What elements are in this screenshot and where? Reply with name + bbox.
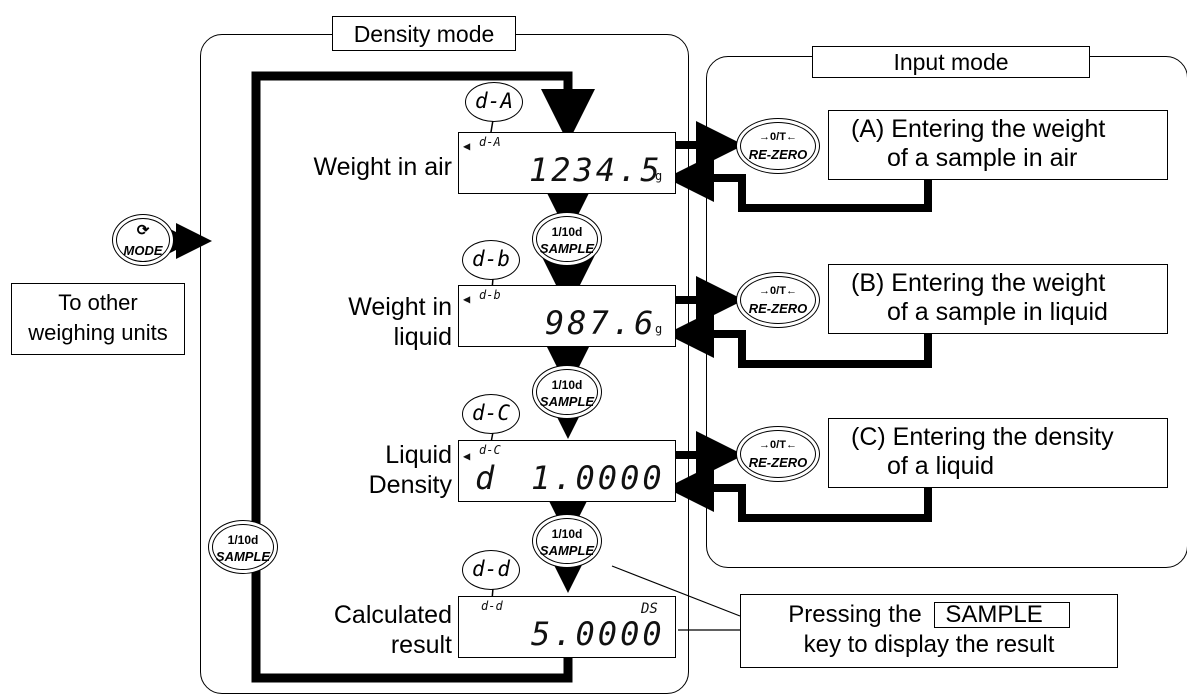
lcd-weight-in-air: ◀ d-A 1234.5 g	[458, 132, 676, 194]
mode-key[interactable]: ⟳ MODE	[112, 214, 174, 266]
lcd-calculated-result: d-d 5.0000 DS	[458, 596, 676, 658]
input-c-line1: (C) Entering the density	[851, 423, 1114, 451]
label-calculated-2: result	[390, 631, 452, 659]
sample-key-top: 1/10d	[551, 527, 583, 541]
lcd-weight-in-liquid: ◀ d-b 987.6 g	[458, 285, 676, 347]
return-loop	[251, 71, 573, 683]
bubble-d-c: d-C	[462, 394, 520, 434]
lcd-unit: DS	[641, 601, 658, 617]
sample-key-1[interactable]: 1/10d SAMPLE	[532, 212, 602, 266]
indicator-arrow-icon: ◀	[463, 292, 471, 306]
other-units-line2: weighing units	[28, 320, 168, 345]
input-box-b: (B) Entering the weight of a sample in l…	[828, 264, 1168, 334]
rezero-key-bottom: RE-ZERO	[748, 455, 808, 470]
density-mode-title: Density mode	[332, 16, 516, 51]
sample-key-top: 1/10d	[551, 225, 583, 239]
lcd-liquid-density: ◀ d-C d 1.0000	[458, 440, 676, 502]
rezero-key-bottom: RE-ZERO	[748, 301, 808, 316]
mode-key-label: MODE	[123, 243, 163, 258]
callout-line1: Pressing the	[788, 601, 922, 628]
callout-line-1	[611, 565, 741, 617]
sample-key-bottom: SAMPLE	[539, 543, 595, 558]
other-units-line1: To other	[58, 290, 138, 315]
lcd-indicator: d-b	[479, 288, 501, 302]
rezero-key-top: →0/T←	[759, 131, 797, 143]
label-weight-in-air: Weight in air	[313, 153, 453, 181]
rezero-key-top: →0/T←	[759, 439, 797, 451]
sample-key-bottom: SAMPLE	[539, 241, 595, 256]
indicator-arrow-icon: ◀	[463, 449, 471, 463]
sample-key-bottom: SAMPLE	[539, 394, 595, 409]
label-calculated-1: Calculated	[333, 601, 452, 629]
input-a-line2: of a sample in air	[887, 144, 1078, 172]
callout-box: Pressing the SAMPLE key to display the r…	[740, 594, 1118, 668]
lcd-unit: g	[655, 322, 663, 336]
input-a-line1: (A) Entering the weight	[851, 115, 1106, 143]
return-b	[692, 330, 932, 368]
rezero-key-top: →0/T←	[759, 285, 797, 297]
input-c-line2: of a liquid	[887, 452, 995, 480]
rezero-key-b[interactable]: →0/T← RE-ZERO	[736, 272, 820, 328]
lcd-prefix: d	[475, 459, 498, 497]
label-liquid-density-1: Liquid	[385, 441, 452, 469]
bubble-d-b: d-b	[462, 240, 520, 280]
lcd-unit: g	[655, 169, 663, 183]
input-b-line1: (B) Entering the weight	[851, 269, 1106, 297]
return-a	[692, 174, 932, 212]
input-box-c: (C) Entering the density of a liquid	[828, 418, 1168, 488]
sample-key-3[interactable]: 1/10d SAMPLE	[532, 514, 602, 568]
callout-key: SAMPLE	[934, 602, 1070, 628]
bubble-d-d: d-d	[462, 550, 520, 590]
input-mode-title: Input mode	[812, 46, 1090, 78]
lcd-value: 5.0000	[531, 615, 665, 653]
cycle-icon: ⟳	[136, 222, 150, 239]
lcd-value: 1234.5	[529, 151, 663, 189]
input-b-line2: of a sample in liquid	[887, 298, 1108, 326]
indicator-arrow-icon: ◀	[463, 139, 471, 153]
lcd-indicator: d-A	[479, 135, 501, 149]
sample-key-loop[interactable]: 1/10d SAMPLE	[208, 520, 278, 574]
callout-line1-row: Pressing the SAMPLE	[741, 600, 1117, 630]
other-units-box: To other weighing units	[11, 283, 185, 355]
label-weight-in-liquid-2: liquid	[393, 323, 452, 351]
return-c	[692, 484, 932, 522]
sample-key-bottom: SAMPLE	[215, 549, 271, 564]
lcd-value: 987.6	[545, 304, 657, 342]
rezero-key-c[interactable]: →0/T← RE-ZERO	[736, 426, 820, 482]
input-box-a: (A) Entering the weight of a sample in a…	[828, 110, 1168, 180]
label-liquid-density-2: Density	[368, 471, 452, 499]
rezero-key-a[interactable]: →0/T← RE-ZERO	[736, 118, 820, 174]
lcd-indicator: d-C	[479, 443, 501, 457]
callout-line2: key to display the result	[803, 631, 1055, 658]
lcd-value: 1.0000	[531, 459, 665, 497]
sample-key-2[interactable]: 1/10d SAMPLE	[532, 365, 602, 419]
sample-key-top: 1/10d	[227, 533, 259, 547]
label-weight-in-liquid-1: Weight in	[348, 293, 452, 321]
bubble-d-a: d-A	[465, 82, 523, 122]
sample-key-top: 1/10d	[551, 378, 583, 392]
rezero-key-bottom: RE-ZERO	[748, 147, 808, 162]
lcd-indicator: d-d	[481, 599, 503, 613]
